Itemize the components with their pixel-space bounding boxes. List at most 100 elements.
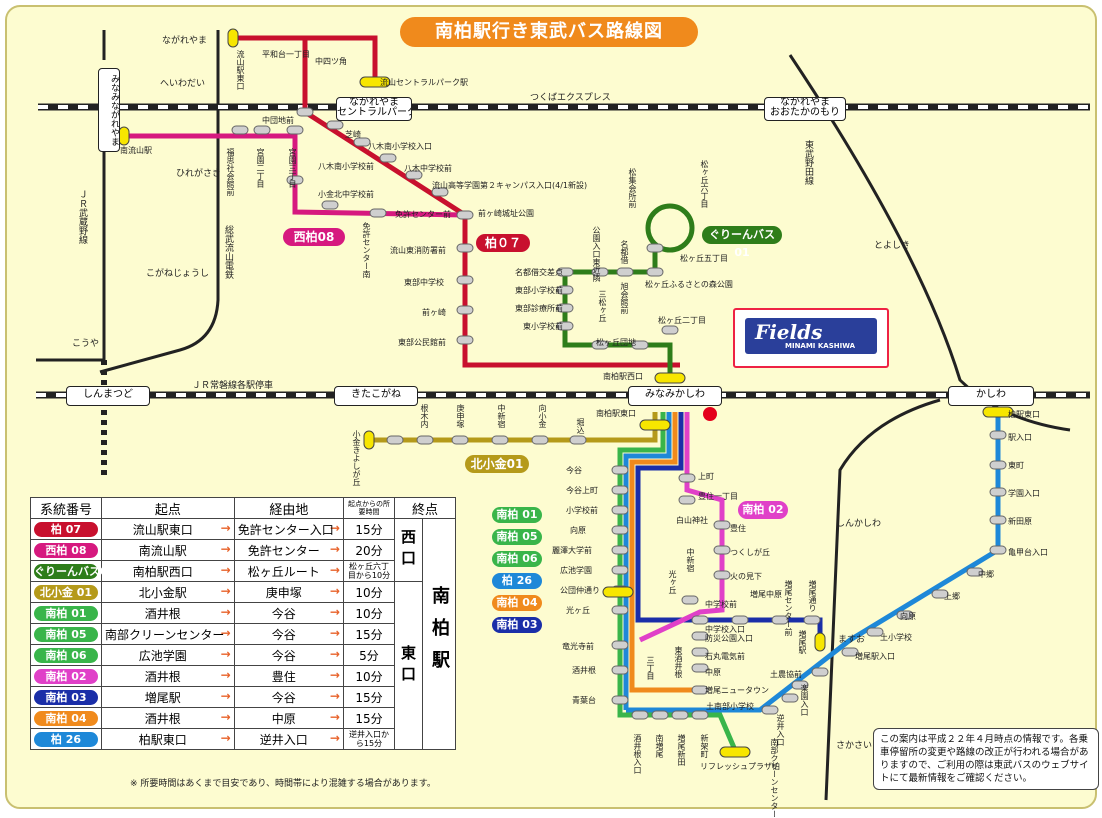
station-label-toyoshiki: とよしき — [874, 241, 911, 251]
stop-label: 八木南小学校前 — [318, 162, 374, 171]
legend-time: 15分 — [342, 686, 395, 708]
bus-stop — [989, 487, 1007, 497]
stop-label: 青葉台 — [572, 696, 596, 705]
stop-label: 名都借 — [620, 240, 629, 264]
stop-label: 南増尾 — [655, 734, 664, 758]
bus-stop — [379, 153, 397, 163]
legend-time: 15分 — [342, 707, 395, 729]
stop-label: 増尾通り — [808, 580, 817, 612]
station-label-shinkashiwa: しんかしわ — [836, 519, 882, 529]
bus-stop — [451, 435, 469, 445]
legend-header-time: 起点からの所要時間 — [342, 497, 395, 519]
legend-route-badge: 南柏 02 — [34, 668, 98, 684]
stop-markers — [118, 28, 1014, 758]
stop-label: 学園入口 — [1008, 489, 1040, 498]
bus-stop — [326, 120, 344, 130]
stop-label: 松ヶ丘六丁目 — [700, 160, 709, 208]
stop-label: 流山セントラルパーク駅 — [380, 78, 468, 87]
station-kitakogane: きたこがね — [334, 386, 418, 406]
stop-label: 中新宿 — [497, 404, 506, 428]
bus-stop — [556, 285, 574, 295]
legend-start: →増尾駅 — [101, 686, 235, 708]
stop-label: 土農協前 — [770, 670, 802, 679]
legend-row: 柏 26→柏駅東口→逆井入口逆井入口から15分 — [30, 728, 456, 750]
terminal-stop — [639, 419, 671, 431]
route-mk04 — [629, 412, 700, 693]
stop-label: 光ヶ丘 — [668, 570, 677, 594]
stop-label: 新架町 — [700, 734, 709, 758]
bus-stop — [556, 303, 574, 313]
bus-stop — [646, 267, 664, 277]
bus-stop — [896, 610, 914, 620]
legend-route-badge: 南柏 03 — [34, 689, 98, 705]
stop-label: 上郷 — [944, 592, 960, 601]
stop-label: 松ヶ丘二丁目 — [658, 316, 706, 325]
stop-label: 向原 — [900, 612, 916, 621]
stop-label: 白山神社 — [676, 516, 708, 525]
stop-label: 逆井入口 — [776, 714, 785, 746]
bus-stop — [989, 545, 1007, 555]
bus-stop — [611, 485, 629, 495]
bus-stop — [611, 565, 629, 575]
stop-label: 土小学校 — [880, 633, 912, 642]
bus-stop — [646, 243, 664, 253]
station-minamikashiwa: みなみかしわ — [628, 386, 722, 406]
stop-label: 中学校入口 — [705, 625, 745, 634]
bus-stop — [691, 710, 709, 720]
legend-header-via: 経由地 — [233, 497, 344, 519]
route-mk01 — [617, 412, 738, 751]
bus-stop — [678, 495, 696, 505]
legend-header-start: 起点 — [101, 497, 235, 519]
route-k26 — [626, 412, 1001, 713]
stop-label: 光ヶ丘 — [566, 606, 590, 615]
stop-label: 東部中学校 — [404, 278, 444, 287]
bus-stop — [989, 430, 1007, 440]
bus-stop — [556, 321, 574, 331]
bus-stop — [296, 107, 314, 117]
bus-stop — [713, 545, 731, 555]
stop-label: 庚申塚 — [456, 404, 465, 428]
stop-label: 麗澤大学前 — [552, 546, 592, 555]
stop-label: 南部クリーンセンター — [770, 738, 779, 818]
bus-stop — [611, 665, 629, 675]
stop-label: 堀込 — [576, 418, 585, 434]
nagareyama-line-label: 総武流山電鉄 — [223, 224, 234, 280]
station-label-hiregasaki: ひれがさき — [176, 169, 222, 179]
bus-stop — [253, 125, 271, 135]
stop-label: 中新宿 — [686, 548, 695, 572]
stop-label: 中団地前 — [262, 116, 294, 125]
legend-end-west: 西口 — [393, 518, 423, 582]
stop-label: 柏駅東口 — [1008, 410, 1040, 419]
bus-stop — [661, 325, 679, 335]
stop-label: 公園入口東近隣 — [592, 226, 601, 282]
bus-stop — [321, 200, 339, 210]
stop-label: 今谷 — [566, 466, 582, 475]
stop-label: 宮園三丁目 — [288, 148, 297, 188]
bus-stop — [353, 137, 371, 147]
stop-label: 増尾中原 — [750, 590, 782, 599]
legend-start: →酒井根 — [101, 665, 235, 687]
badge-mk04: 南柏 04 — [492, 595, 542, 611]
legend-route-badge: 南柏 04 — [34, 710, 98, 726]
bus-stop — [416, 435, 434, 445]
legend-time: 10分 — [342, 665, 395, 687]
bus-stop — [591, 340, 609, 350]
stop-label: 酒井根 — [572, 666, 596, 675]
stop-label: リフレッシュプラザ柏 — [700, 762, 780, 771]
station-label-kouya: こうや — [72, 339, 100, 349]
stop-label: 免許センター前 — [395, 210, 451, 219]
badge-mk03: 南柏 03 — [492, 617, 542, 633]
bus-stop — [671, 710, 689, 720]
bus-stop — [713, 570, 731, 580]
legend-time: 松ヶ丘六丁目から10分 — [342, 560, 395, 582]
badge-mk01: 南柏 01 — [492, 507, 542, 523]
legend-start: →広池学園 — [101, 644, 235, 666]
terminal-stop — [118, 126, 130, 146]
stop-label: 流山東消防署前 — [390, 246, 446, 255]
station-label-nagareyama: ながれやま — [162, 36, 208, 46]
bus-stop — [286, 175, 304, 185]
sobu-nagareyama-line — [99, 30, 220, 374]
